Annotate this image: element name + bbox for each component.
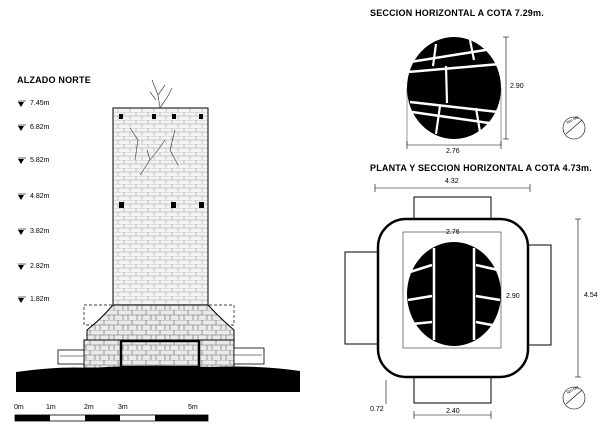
dim-inner-width: 2.76 xyxy=(446,229,460,236)
upper-section-title: SECCION HORIZONTAL A COTA 7.29m. xyxy=(370,8,544,18)
plan-section-title: PLANTA Y SECCION HORIZONTAL A COTA 4.73m… xyxy=(370,163,592,173)
dim-width: 2.76 xyxy=(446,148,460,155)
ground xyxy=(16,365,300,392)
dim-inner-height: 2.90 xyxy=(506,293,520,300)
elevation-drawing xyxy=(14,79,300,422)
scale-label: 5m xyxy=(188,404,198,411)
tower-base xyxy=(86,304,235,343)
level-label: 1.82m xyxy=(30,296,50,303)
level-label: 6.82m xyxy=(30,124,50,131)
dim-corner: 0.72 xyxy=(370,406,384,413)
plan-drawing xyxy=(344,184,586,419)
scale-label: 1m xyxy=(46,404,56,411)
elevation-title: ALZADO NORTE xyxy=(17,75,91,85)
scale-label: 0m xyxy=(14,404,24,411)
dim-overall-height: 4.54 xyxy=(584,292,598,299)
level-label: 7.45m xyxy=(30,100,50,107)
dim-overall-width: 4.32 xyxy=(445,178,459,185)
dim-bottom-width: 2.40 xyxy=(446,408,460,415)
level-label: 3.82m xyxy=(30,228,50,235)
level-label: 4.82m xyxy=(30,193,50,200)
level-label: 5.82m xyxy=(30,157,50,164)
level-markers xyxy=(18,100,26,303)
level-label: 2.82m xyxy=(30,263,50,270)
scale-label: 3m xyxy=(118,404,128,411)
upper-section-drawing xyxy=(406,36,586,149)
scale-bar xyxy=(14,414,209,422)
scale-label: 2m xyxy=(84,404,94,411)
dim-height: 2.90 xyxy=(510,83,524,90)
tower-shaft xyxy=(112,107,209,307)
